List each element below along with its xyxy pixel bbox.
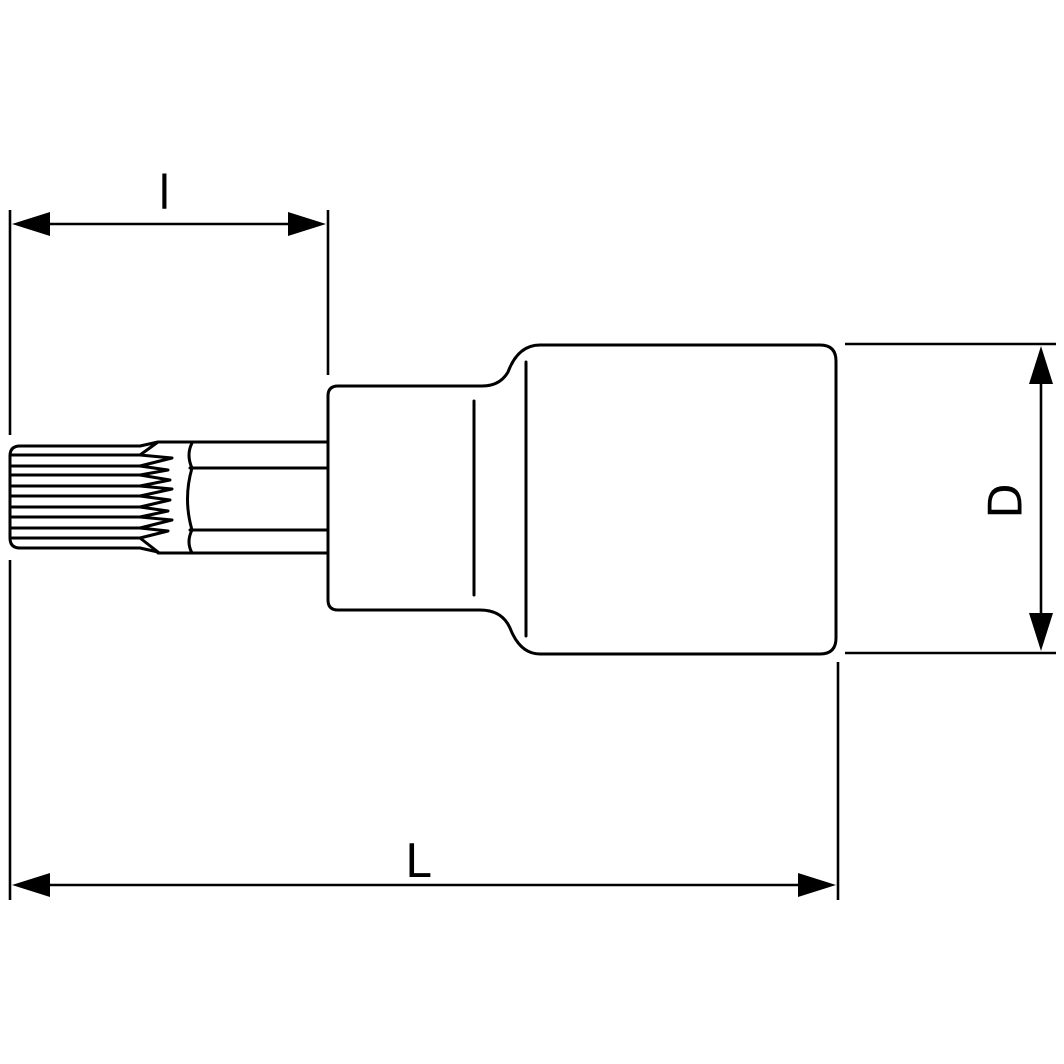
dimension-label-L: L	[405, 834, 431, 888]
dimension-label-D: D	[978, 483, 1033, 519]
dimension-l	[12, 212, 326, 236]
spline-bit	[8, 440, 330, 555]
dimension-label-l: l	[158, 166, 171, 220]
dimension-L	[12, 873, 836, 897]
extension-lines	[8, 210, 1056, 900]
dimension-D	[1029, 346, 1053, 651]
socket-body	[326, 343, 838, 656]
